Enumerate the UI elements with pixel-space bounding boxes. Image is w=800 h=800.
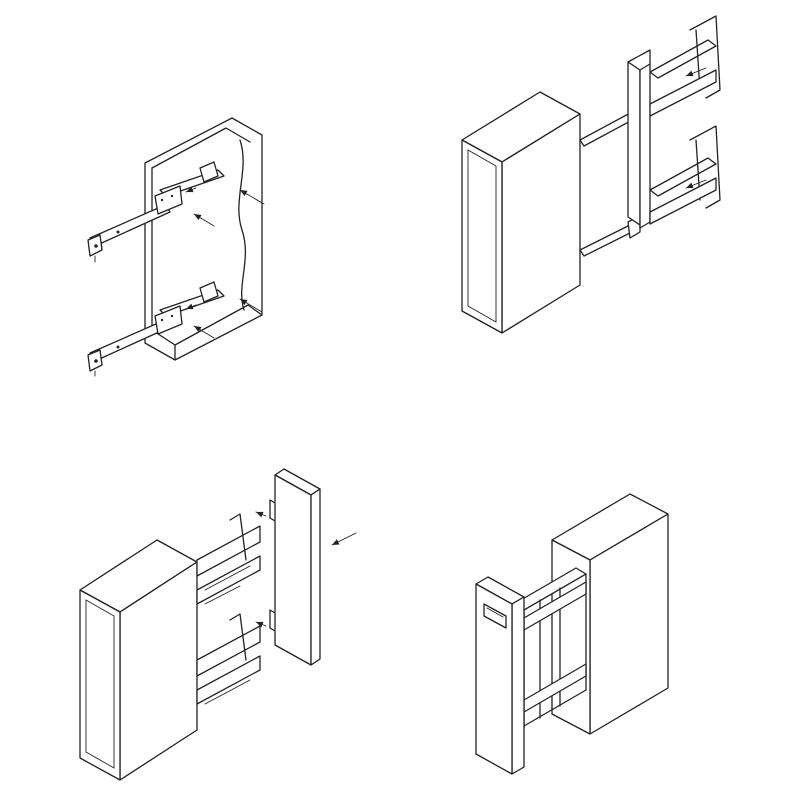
cabinet-shell: [144, 117, 263, 361]
cabinet-box: [461, 91, 581, 334]
front-panel: [475, 576, 525, 775]
cabinet-box: [551, 493, 669, 735]
cabinet-box: [79, 539, 198, 781]
step-4-finished-unit: [475, 493, 669, 775]
step-3-front-panel: [79, 468, 357, 781]
step-2-attach-frame: [461, 15, 721, 334]
handle-slot: [483, 603, 507, 629]
rack-frame: [627, 15, 721, 229]
step-1-arrows: [185, 186, 265, 339]
lower-basket: [196, 613, 261, 705]
step-1-mount-runners: [87, 117, 265, 377]
upper-basket: [196, 513, 261, 605]
front-panel-board: [274, 468, 357, 666]
upper-runner: [87, 161, 225, 263]
lower-runner: [87, 281, 225, 377]
